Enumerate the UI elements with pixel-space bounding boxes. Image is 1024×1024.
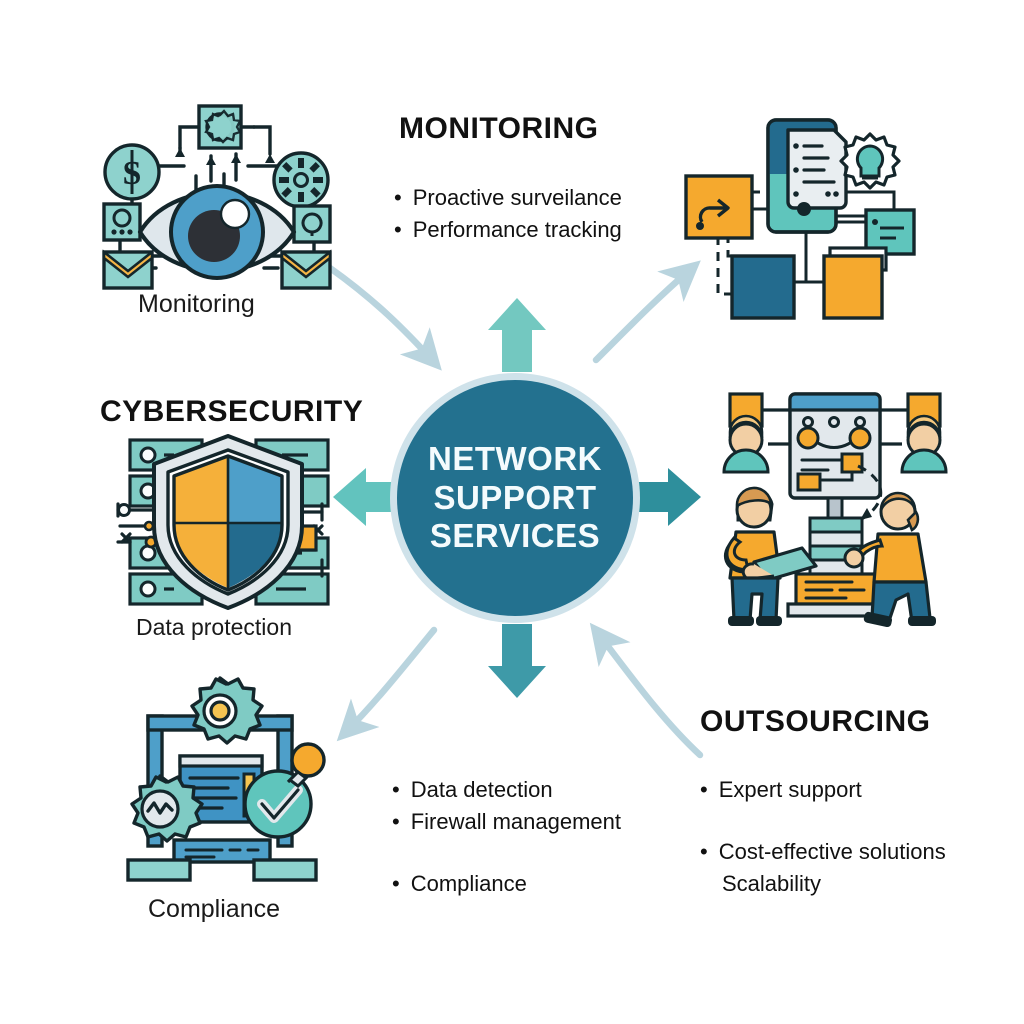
outsourcing-bullet-1: Expert support bbox=[700, 774, 946, 806]
monitoring-caption: Monitoring bbox=[138, 290, 255, 318]
outsourcing-heading: OUTSOURCING bbox=[700, 705, 931, 738]
eye-monitoring-icon: S bbox=[102, 104, 332, 290]
center-hub[interactable]: NETWORK SUPPORT SERVICES bbox=[397, 380, 633, 616]
workflow-diagram-icon bbox=[684, 118, 916, 320]
outsourcing-team-icon bbox=[722, 392, 948, 628]
monitoring-heading: MONITORING bbox=[399, 112, 599, 145]
arrow-down bbox=[488, 624, 546, 698]
bullet-spacer-2 bbox=[700, 806, 946, 836]
arrow-right bbox=[634, 468, 701, 526]
cybersecurity-bullet-1: Data detection bbox=[392, 774, 621, 806]
cybersecurity-bullet-3: Compliance bbox=[392, 868, 621, 900]
monitoring-bullet-1: Proactive surveilance bbox=[394, 182, 622, 214]
outsourcing-bullets: Expert support Cost-effective solutions … bbox=[700, 774, 946, 900]
cybersecurity-heading: CYBERSECURITY bbox=[100, 395, 364, 428]
center-hub-label: NETWORK SUPPORT SERVICES bbox=[428, 440, 602, 557]
arrow-left bbox=[333, 468, 400, 526]
center-hub-line-1: NETWORK bbox=[428, 439, 602, 477]
compliance-caption: Compliance bbox=[148, 895, 281, 923]
center-hub-line-2: SUPPORT bbox=[433, 478, 597, 516]
monitoring-bullet-2: Performance tracking bbox=[394, 214, 622, 246]
shield-servers-icon bbox=[116, 434, 330, 610]
curve-arrow-monitoring-to-hub bbox=[326, 264, 442, 371]
bullet-spacer bbox=[392, 838, 621, 868]
cybersecurity-bullets: Data detection Firewall management Compl… bbox=[392, 774, 621, 900]
cybersecurity-caption: Data protection bbox=[136, 614, 292, 640]
curve-arrow-outsourcing-to-hub bbox=[589, 622, 704, 759]
monitoring-bullets: Proactive surveilance Performance tracki… bbox=[394, 182, 622, 246]
outsourcing-bullet-2: Cost-effective solutions bbox=[700, 836, 946, 868]
outsourcing-bullet-3: Scalability bbox=[722, 870, 822, 896]
cybersecurity-bullet-2: Firewall management bbox=[392, 806, 621, 838]
center-hub-line-3: SERVICES bbox=[429, 517, 601, 555]
arrow-up bbox=[488, 298, 546, 372]
compliance-gears-icon bbox=[126, 676, 326, 882]
curve-arrow-hub-to-compliance bbox=[336, 626, 438, 742]
